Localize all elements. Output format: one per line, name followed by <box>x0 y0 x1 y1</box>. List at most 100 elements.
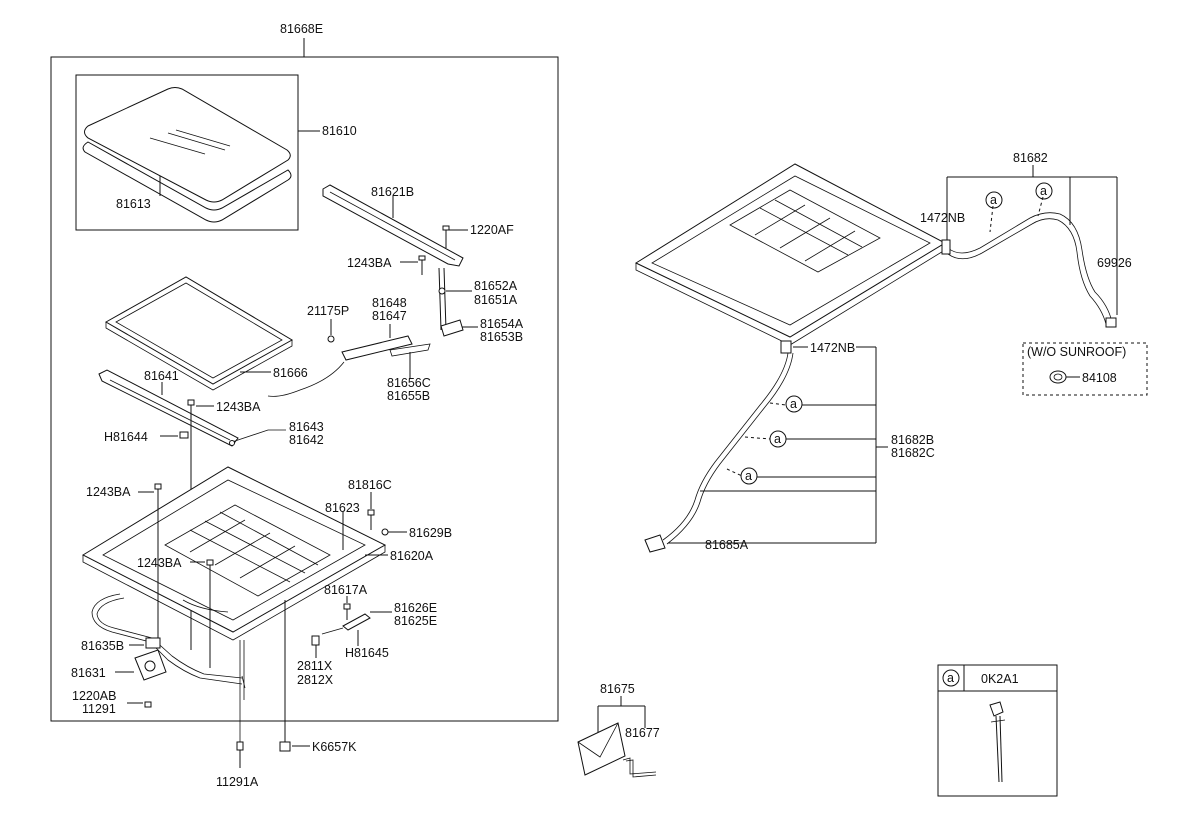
bolt-1220AF <box>442 225 450 248</box>
guide-rail-81621B <box>322 184 464 267</box>
label-81635B: 81635B <box>81 639 124 653</box>
glass-subassembly-box <box>75 74 299 231</box>
label-81641: 81641 <box>144 369 179 383</box>
ref-a-label-3: a <box>790 397 797 411</box>
label-81666: 81666 <box>273 366 308 380</box>
label-81610: 81610 <box>322 124 357 138</box>
label-81631: 81631 <box>71 666 106 680</box>
label-84108: 84108 <box>1082 371 1117 385</box>
ref-a-label-5: a <box>745 469 752 483</box>
label-81653B: 81653B <box>480 330 523 344</box>
label-1472NB-mid: 1472NB <box>810 341 855 355</box>
bracket-81654A <box>440 319 464 337</box>
ref-a-label-4: a <box>774 432 781 446</box>
label-81643: 81643 <box>289 420 324 434</box>
bolt-11291A <box>236 741 244 751</box>
label-2812X: 2812X <box>297 673 334 687</box>
cable-tie-clip <box>989 701 1006 783</box>
drain-hose-long <box>662 352 794 545</box>
deflector-arm-81643 <box>229 429 286 446</box>
label-81623: 81623 <box>325 501 360 515</box>
valve-81685A <box>644 534 666 553</box>
hose-81682-callout <box>946 165 1118 315</box>
label-11291A: 11291A <box>216 775 259 789</box>
label-81668E: 81668E <box>280 22 323 36</box>
label-81651A: 81651A <box>474 293 518 307</box>
label-81648: 81648 <box>372 296 407 310</box>
label-81682C: 81682C <box>891 446 935 460</box>
label-81682: 81682 <box>1013 151 1048 165</box>
cable-81656C <box>389 343 431 357</box>
label-H81644: H81644 <box>104 430 148 444</box>
label-1243BA-center: 1243BA <box>137 556 182 570</box>
ref-circle-a-4 <box>769 430 787 448</box>
drain-hose-top <box>941 212 1117 328</box>
label-81655B: 81655B <box>387 389 430 403</box>
ref-circle-a-3 <box>785 395 803 413</box>
grommet-1472NB-mid <box>780 340 792 354</box>
label-81629B: 81629B <box>409 526 452 540</box>
label-81816C: 81816C <box>348 478 392 492</box>
label-81675: 81675 <box>600 682 635 696</box>
motor-81631 <box>134 637 167 681</box>
label-1243BA-mid: 1243BA <box>216 400 261 414</box>
label-1243BA-left: 1243BA <box>86 485 131 499</box>
label-81626E: 81626E <box>394 601 437 615</box>
bolt-81816C <box>367 509 375 530</box>
label-81642: 81642 <box>289 433 324 447</box>
label-K6657K: K6657K <box>312 740 357 754</box>
sunshade-81666 <box>104 276 294 391</box>
label-21175P: 21175P <box>307 304 349 318</box>
roof-panel-assembly <box>634 163 947 346</box>
ref-a-label-1: a <box>990 193 997 207</box>
label-H81645: H81645 <box>345 646 389 660</box>
label-1220AB: 1220AB <box>72 689 116 703</box>
legend-ref-circle <box>942 669 960 687</box>
label-81656C: 81656C <box>387 376 431 390</box>
bracket-81626E <box>321 613 371 635</box>
bolt-1243BA-center <box>206 559 214 668</box>
legend-ref-a: a <box>947 671 954 685</box>
bolt-81617A <box>343 603 351 620</box>
label-11291: 11291 <box>82 702 116 716</box>
drive-cable-81635B <box>91 593 246 689</box>
deflector-81641 <box>98 369 239 447</box>
label-81613: 81613 <box>116 197 151 211</box>
glass-panel <box>82 87 292 223</box>
label-81620A: 81620A <box>390 549 434 563</box>
wire-harness-81648 <box>267 335 413 397</box>
bolt-1243BA-top <box>418 255 426 275</box>
ref-circle-a-2 <box>1035 182 1053 200</box>
label-1220AF: 1220AF <box>470 223 514 237</box>
ref-circle-a-1 <box>985 191 1003 209</box>
label-81621B: 81621B <box>371 185 414 199</box>
label-69926: 69926 <box>1097 256 1132 270</box>
label-1472NB-top: 1472NB <box>920 211 965 225</box>
clip-21175P <box>327 335 335 343</box>
ref-a-label-2: a <box>1040 184 1047 198</box>
bolt-1243BA-left <box>154 483 162 640</box>
tool-kit-81675 <box>577 696 646 776</box>
label-1243BA-top: 1243BA <box>347 256 392 270</box>
link-rod-81652A <box>438 267 447 331</box>
label-81652A: 81652A <box>474 279 518 293</box>
label-81625E: 81625E <box>394 614 437 628</box>
label-81617A: 81617A <box>324 583 368 597</box>
clip-H81644 <box>179 431 189 439</box>
nut-K6657K <box>279 741 291 752</box>
label-2811X: 2811X <box>297 659 333 673</box>
label-81647: 81647 <box>372 309 407 323</box>
ref-circle-a-5 <box>740 467 758 485</box>
label-81685A: 81685A <box>705 538 749 552</box>
bolt-1220AB <box>144 701 152 708</box>
label-81682B: 81682B <box>891 433 934 447</box>
legend-code-0K2A1: 0K2A1 <box>981 672 1019 686</box>
plug-84108 <box>1049 370 1067 384</box>
label-wo-sunroof: (W/O SUNROOF) <box>1027 345 1126 359</box>
clip-2811X <box>311 635 320 646</box>
hose-81682B-callout <box>668 346 888 544</box>
screw-81629B <box>381 528 389 536</box>
wrench-81677 <box>622 757 657 778</box>
label-81677: 81677 <box>625 726 660 740</box>
